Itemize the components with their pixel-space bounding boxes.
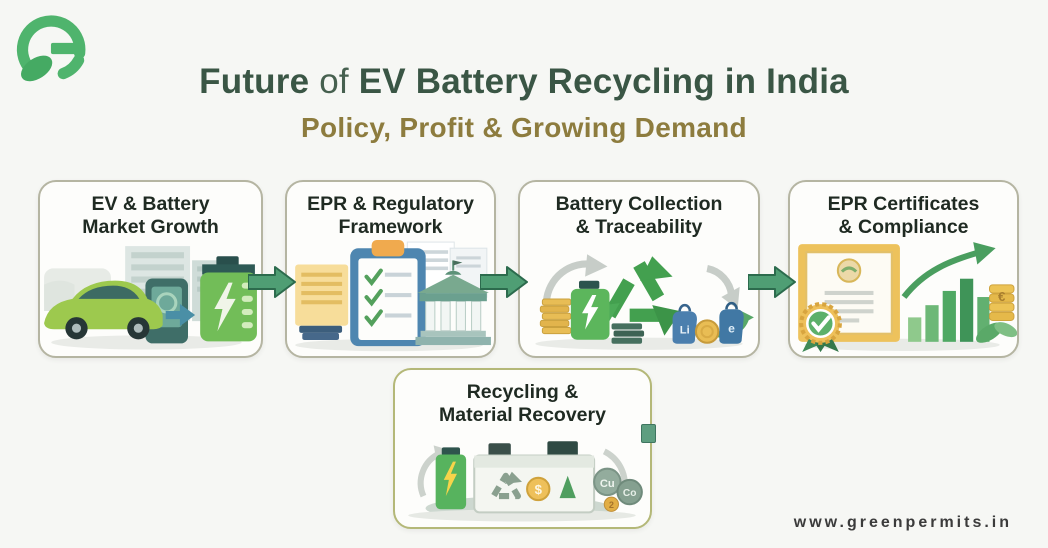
flow-arrow-3-icon (748, 266, 796, 298)
growth-bar-chart-icon (908, 278, 990, 342)
government-building-icon (415, 260, 491, 345)
cobalt-bubble-icon: Co (616, 479, 643, 506)
logo-g-tail (57, 54, 85, 80)
copper-bubble-label: Cu (600, 478, 615, 490)
step-title: Battery Collection & Traceability (520, 193, 758, 239)
checklist-clipboard-icon (350, 239, 426, 346)
euro-coin-label: € (998, 289, 1006, 304)
website-url: www.greenpermits.in (793, 514, 1012, 531)
step-title: EPR & Regulatory Framework (287, 193, 494, 239)
growth-arrow-icon (901, 242, 996, 299)
ev-car-icon (44, 281, 163, 340)
coin-stack-icon (539, 298, 572, 335)
copper-bubble-icon: Cu (593, 468, 622, 497)
trace-arrow-left-icon (542, 254, 608, 302)
used-battery-icon (570, 280, 610, 340)
flow-arrow-2-icon (480, 266, 528, 298)
title-part-future: Future (199, 62, 310, 101)
lightning-bolt-icon (214, 283, 236, 332)
small-coin-label: 2 (609, 500, 614, 510)
connector-stub-icon (641, 424, 656, 443)
battery-pack-icon: $ (473, 441, 596, 514)
step2-title-line1: EPR & Regulatory (307, 193, 474, 215)
green-battery-icon (435, 447, 467, 510)
cobalt-bubble-label: Co (623, 489, 637, 500)
greenpermits-logo (16, 15, 86, 82)
e-bag-label: e (728, 322, 735, 336)
title-part-of: of (309, 62, 359, 101)
step-box-battery-collection: Battery Collection & Traceability (518, 180, 760, 358)
step5-title-line1: Recycling & (466, 381, 579, 403)
collection-illustration: Li e (535, 254, 754, 350)
e-bag-icon: e (719, 301, 744, 344)
lithium-bag-icon: Li (672, 303, 697, 344)
title-part-rest: EV Battery Recycling in India (358, 62, 849, 101)
step-title: EPR Certificates & Compliance (790, 193, 1017, 239)
check-icon (811, 315, 831, 333)
recovery-illustration: $ Cu Co 2 (408, 441, 643, 522)
mini-recycle-icon (490, 472, 522, 500)
step4-title-line2: & Compliance (838, 216, 969, 238)
step-box-epr-certificates: EPR Certificates & Compliance (788, 180, 1019, 358)
leaves-icon (976, 322, 1017, 343)
certificate-illustration: € (798, 242, 1017, 352)
small-coin-icon: 2 (603, 497, 619, 513)
logo-leaf-icon (20, 55, 53, 82)
dark-coin-stack-icon (611, 323, 645, 344)
page-subtitle: Policy, Profit & Growing Demand (301, 112, 747, 143)
step-title: EV & Battery Market Growth (40, 193, 261, 239)
green-spike-icon (559, 476, 576, 499)
step-box-material-recovery: Recycling & Material Recovery (393, 368, 652, 529)
page-title: Future of EV Battery Recycling in India (0, 62, 1048, 102)
lightning-bolt-icon (443, 462, 457, 497)
step-title: Recycling & Material Recovery (395, 381, 650, 427)
step1-title-line2: Market Growth (82, 216, 219, 238)
logo-g-bar (50, 42, 79, 55)
document-stack-icon (295, 264, 349, 340)
step1-title-line1: EV & Battery (91, 193, 210, 215)
dollar-coin-label: $ (535, 483, 543, 498)
euro-coin-stack-icon: € (988, 284, 1015, 321)
flow-arrow-1-icon (248, 266, 296, 298)
lithium-bag-label: Li (680, 325, 690, 337)
step-box-market-growth: EV & Battery Market Growth (38, 180, 263, 358)
step5-title-line2: Material Recovery (439, 404, 606, 426)
step-box-epr-framework: EPR & Regulatory Framework (285, 180, 496, 358)
step3-title-line1: Battery Collection (555, 193, 723, 215)
verified-badge-icon (799, 302, 842, 352)
regulation-illustration (295, 239, 491, 351)
charge-arrow-icon (165, 304, 196, 327)
gold-coin-icon (694, 319, 720, 344)
step2-title-line2: Framework (338, 216, 443, 238)
step4-title-line1: EPR Certificates (827, 193, 980, 215)
logo-g-arc (16, 15, 86, 76)
dollar-coin-icon: $ (526, 477, 551, 502)
ev-charging-illustration (44, 246, 257, 350)
step3-title-line2: & Traceability (575, 216, 703, 238)
